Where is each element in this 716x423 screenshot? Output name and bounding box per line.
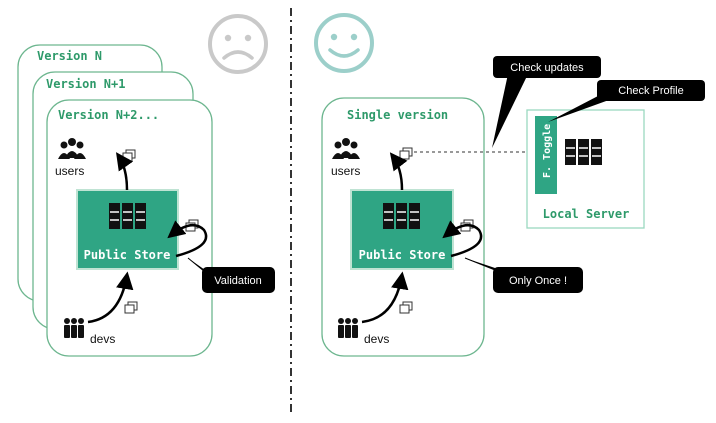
arrow-store-to-users xyxy=(116,152,134,191)
card-title-version-n1: Version N+1 xyxy=(46,77,125,91)
callout-check-profile: Check Profile xyxy=(548,80,705,122)
feature-toggle-label: F. Toggle xyxy=(542,124,553,178)
devs-group-icon xyxy=(338,318,358,338)
server-icon xyxy=(108,202,147,230)
local-server-label: Local Server xyxy=(543,207,630,221)
svg-text:Validation: Validation xyxy=(214,275,262,287)
devs-group-icon xyxy=(64,318,84,338)
arrow-devs-to-store xyxy=(361,271,409,324)
public-store-label: Public Store xyxy=(359,248,446,262)
callout-validation: Validation xyxy=(187,257,275,293)
happy-face-icon xyxy=(314,13,374,73)
sad-face-icon xyxy=(208,14,268,74)
arrow-devs-to-store xyxy=(87,271,134,324)
users-label: users xyxy=(331,164,360,178)
devs-label: devs xyxy=(90,332,115,346)
users-label: users xyxy=(55,164,84,178)
feature-toggle-bar xyxy=(535,116,557,194)
svg-text:Check Profile: Check Profile xyxy=(618,85,683,97)
local-server-icon xyxy=(564,138,603,166)
server-icon xyxy=(382,202,421,230)
svg-text:Only Once !: Only Once ! xyxy=(509,275,567,287)
arrow-store-to-users xyxy=(389,152,408,191)
svg-text:Check updates: Check updates xyxy=(510,62,584,74)
card-title-single-version: Single version xyxy=(347,108,448,122)
arrow-validation-loop xyxy=(167,220,208,258)
card-title-version-n: Version N xyxy=(37,49,102,63)
public-store-label: Public Store xyxy=(84,248,171,262)
callout-only-once: Only Once ! xyxy=(464,257,583,293)
callout-check-updates: Check updates xyxy=(492,56,601,148)
arrow-once-loop xyxy=(442,220,483,258)
devs-label: devs xyxy=(364,332,389,346)
card-title-version-n2: Version N+2... xyxy=(58,108,159,122)
